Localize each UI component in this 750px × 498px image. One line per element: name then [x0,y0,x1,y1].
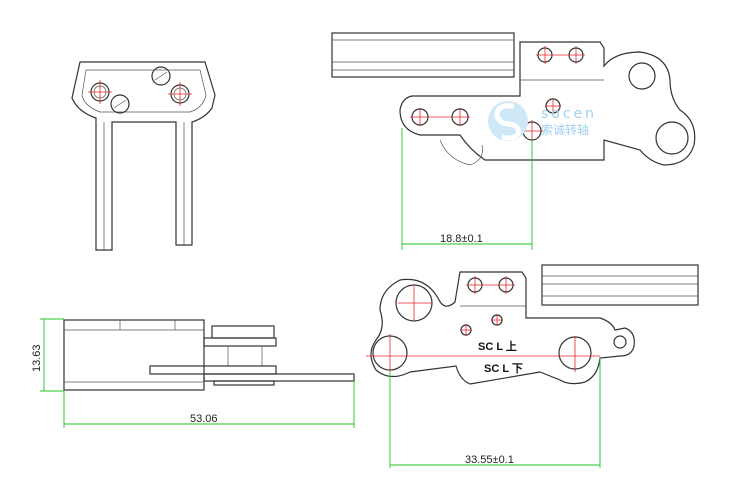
dim-18-8: 18.8±0.1 [440,233,483,245]
end-view [71,61,216,251]
side-view: 13.63 53.06 [31,318,355,428]
marking-upper: SC L 上 [478,339,517,353]
dim-53-06: 53.06 [190,413,218,425]
marking-lower: SC L 下 [484,362,523,375]
dim-13-63: 13.63 [31,344,43,372]
watermark-cn: 索诚转轴 [541,122,589,137]
top-plan-view: 18.8±0.1 [331,32,696,250]
bottom-plan-view: SC L 上 SC L 下 33.55±0.1 [366,264,699,468]
dim-33-55: 33.55±0.1 [465,454,514,466]
watermark-latin: socen [541,106,597,122]
socen-logo: socen 索诚转轴 [488,101,597,141]
